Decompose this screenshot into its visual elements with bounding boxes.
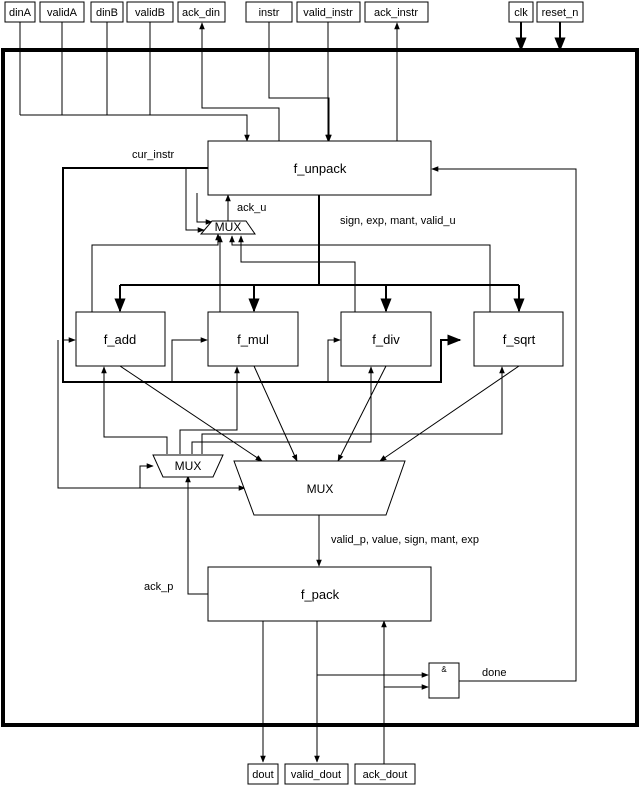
port-label: valid_dout [291,769,341,781]
module-label: f_sqrt [503,332,536,347]
port-ack_dout: ack_dout [354,763,416,785]
result-wires [119,365,520,462]
port-valid_instr: valid_instr [296,1,361,23]
input-wires [19,22,566,142]
port-label: validB [135,7,165,19]
and-gate: & [428,662,460,699]
port-instr: instr [245,1,293,23]
port-label: dinA [9,7,32,19]
port-reset_n: reset_n [536,1,584,23]
port-label: ack_din [182,7,220,19]
port-label: clk [514,7,528,19]
signal-label-ack_p: ack_p [144,581,173,593]
mux-label: MUX [307,482,334,496]
module-f_div: f_div [340,311,432,367]
signal-label-done: done [482,667,506,679]
port-label: ack_dout [363,769,408,781]
module-f_add: f_add [75,311,166,367]
module-f_pack: f_pack [207,566,432,622]
port-label: reset_n [542,7,579,19]
module-f_sqrt: f_sqrt [473,311,564,367]
mux-ack-compute: MUX [152,454,224,478]
port-label: dout [252,769,273,781]
signal-label-ack_u: ack_u [237,202,266,214]
port-label: valid_instr [303,7,353,19]
port-validA: validA [39,1,85,23]
gate-label: & [441,665,447,674]
unpack-wires [91,168,525,313]
port-label: dinB [96,7,118,19]
module-label: f_pack [301,587,340,602]
port-clk: clk [508,1,534,23]
port-dinB: dinB [90,1,124,23]
port-ack_din: ack_din [177,1,226,23]
mux-ack-unpack: MUX [199,220,256,235]
signal-label-unpack-out: sign, exp, mant, valid_u [340,215,456,227]
port-valid_dout: valid_dout [284,763,349,785]
signal-label-cur_instr: cur_instr [132,149,175,161]
port-label: ack_instr [374,7,418,19]
cur-instr-wires [57,167,462,491]
module-label: f_mul [237,332,269,347]
output-wires [260,166,577,764]
module-label: f_div [372,332,400,347]
mux-result: MUX [233,460,406,516]
port-dinA: dinA [4,1,36,23]
module-label: f_add [104,332,137,347]
module-label: f_unpack [294,161,347,176]
system-boundary [1,48,639,727]
port-label: validA [47,7,78,19]
module-f_unpack: f_unpack [207,140,432,196]
mux-label: MUX [215,220,242,234]
port-dout: dout [247,763,279,785]
signal-label-pack-in: valid_p, value, sign, mant, exp [331,534,479,546]
port-validB: validB [126,1,174,23]
mux-label: MUX [175,459,202,473]
ack-mux-wires [101,366,505,595]
port-label: instr [259,7,280,19]
port-ack_instr: ack_instr [364,1,429,23]
module-f_mul: f_mul [207,311,299,367]
